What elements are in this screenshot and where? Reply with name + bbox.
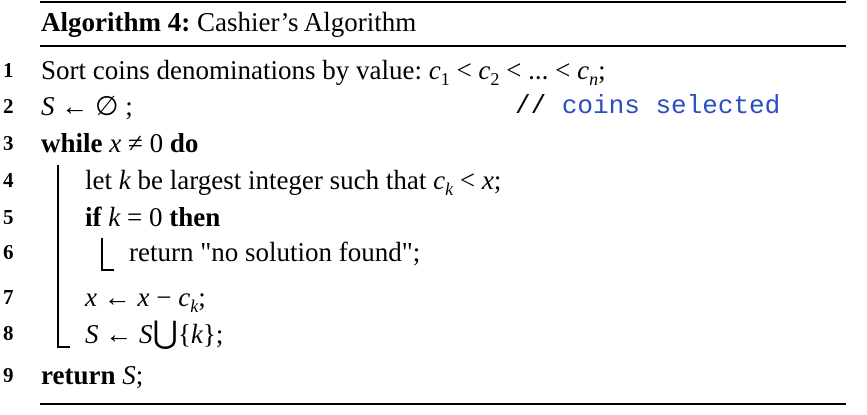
line-text: let k be largest integer such that ck < … (85, 165, 502, 199)
while-block-end (57, 346, 70, 348)
line-text: return "no solution found"; (129, 237, 421, 267)
sort-statement: Sort coins denominations by value: (41, 55, 422, 85)
line-number: 4 (3, 168, 14, 192)
line-number: 5 (3, 205, 14, 229)
line-number: 2 (3, 94, 14, 118)
line-number: 9 (3, 363, 14, 387)
line-text: S ← S⋃{k}; (85, 315, 224, 350)
algorithm-name: Cashier’s Algorithm (196, 7, 417, 37)
header-rule (40, 45, 846, 47)
line-number: 8 (3, 321, 14, 345)
top-rule (40, 1, 846, 3)
keyword-if: if (85, 202, 102, 232)
keyword-then: then (169, 202, 221, 232)
keyword-do: do (169, 128, 199, 158)
line-text: S ← ∅ ; (41, 91, 133, 121)
line-number: 1 (3, 58, 14, 82)
line-number: 3 (3, 131, 14, 155)
keyword-return: return (41, 360, 116, 390)
while-block-bar (57, 165, 59, 347)
keyword-while: while (41, 128, 103, 158)
algorithm-title: Algorithm 4: Cashier’s Algorithm (41, 5, 416, 39)
line-text: return S; (41, 360, 144, 390)
bottom-rule (40, 403, 846, 405)
algorithm-label: Algorithm 4: (41, 7, 191, 37)
line-text: while x ≠ 0 do (41, 128, 199, 158)
line-text: Sort coins denominations by value: c1 < … (41, 55, 606, 89)
if-block-bar (101, 238, 103, 270)
line-number: 7 (3, 285, 14, 309)
line-number: 6 (3, 240, 14, 264)
line-text: x ← x − ck; (85, 282, 206, 316)
code-comment: // coins selected (515, 91, 781, 121)
line-text: if k = 0 then (85, 202, 221, 232)
comment-text: coins selected (561, 91, 781, 121)
if-block-end (101, 269, 114, 271)
